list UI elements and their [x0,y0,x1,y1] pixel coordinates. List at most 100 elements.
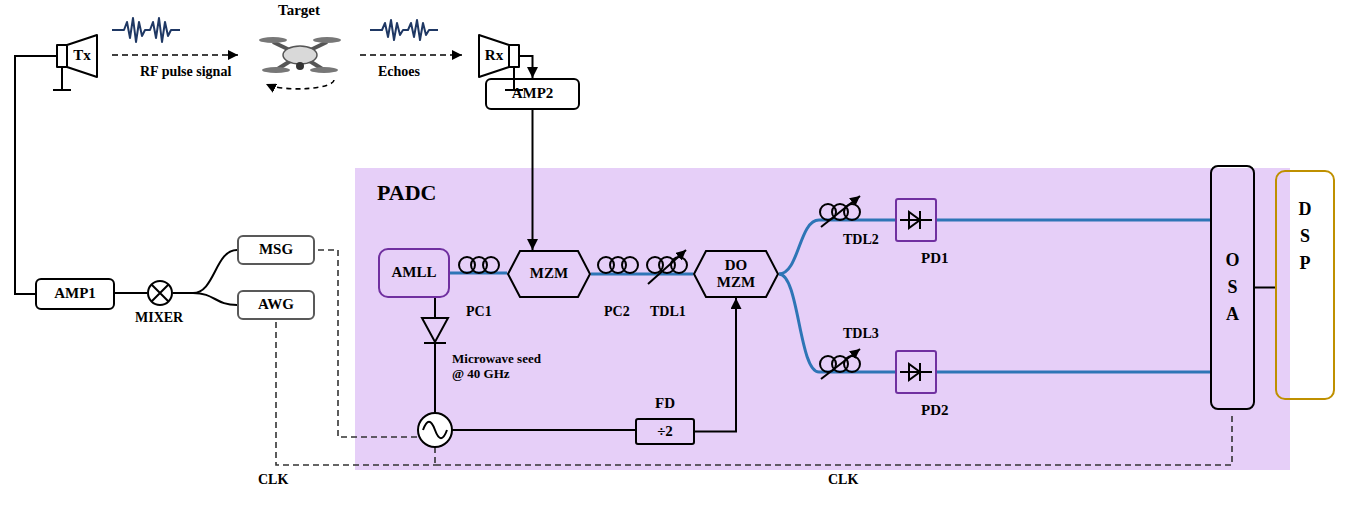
component-label: DO MZM [714,257,758,292]
optical-fiber [779,274,895,372]
polarization-controller [459,257,499,273]
orbit-arrow [266,80,334,89]
component-label: ÷2 [657,423,673,440]
propagation-arrow [112,54,238,56]
modulator-hexagon: DO MZM [693,250,779,298]
detector-symbol [422,318,448,342]
tunable-delay-line [820,196,860,227]
propagation-arrow [360,54,462,56]
annotation-label: RF pulse signal [140,64,231,80]
coil-loop [483,257,499,273]
clock-line [435,412,1232,465]
generator-box: AWG [237,290,315,320]
antenna-stand [53,67,71,90]
component-caption: MIXER [135,310,183,326]
coil-loop [622,257,638,273]
signal-wire [1255,287,1275,289]
optical-fiber [779,220,895,274]
drone-body [283,46,317,64]
padc-region: PADCAMLLMZMDO MZMPD1PD2OSAFD÷2 [355,168,1290,470]
signal-wire [15,56,56,294]
annotation-label: PC1 [466,304,492,320]
mixer-circle [148,281,172,305]
component-label: DSP [1296,196,1314,277]
signal-wire [695,298,736,432]
photodiode-triangle [909,212,920,228]
oscillator-symbol [418,413,452,447]
component-caption: PD2 [921,402,949,419]
component-caption: PADC [377,180,436,205]
tuning-arrow [821,349,860,379]
tuning-arrow [821,196,860,227]
drone-camera [296,62,304,70]
photodiode-triangle [909,364,920,380]
amplifier-box: AMP2 [485,78,580,110]
signal-name: CLK [258,472,288,488]
mixer-cross [152,285,169,302]
modulator-hexagon: MZM [507,250,591,298]
laser-box: AMLL [378,248,450,298]
mixer-circle: MIXER [147,280,173,306]
component-label: OSA [1224,247,1242,328]
divider-box: FD÷2 [635,418,695,445]
photodiode-line [900,363,932,381]
signal-wire [520,56,533,78]
hexagon-outline [694,251,778,297]
component-label: AMLL [392,264,437,281]
signal-wire [532,110,534,250]
signal-wire [115,292,147,294]
annotation-label: TDL3 [843,326,879,342]
mixer-symbol [147,280,173,306]
component-caption: FD [655,395,675,412]
component-caption: PD1 [921,250,949,267]
signal-name: CLK [828,472,858,488]
padc-band-fill [355,168,1290,470]
annotation-label: Microwave seed @ 40 GHz [452,352,552,382]
horn-outline [479,35,519,77]
tunable-delay-line [820,349,860,379]
component-label: MZM [530,265,568,282]
hexagon-outline [508,251,590,297]
sine-symbol [423,422,447,439]
tuning-arrow [648,250,686,284]
generator-box: MSG [237,235,315,265]
amplifier-box: AMP1 [35,278,115,310]
coil-loop [671,257,687,273]
seed-wire [434,343,436,413]
drone-rotor [262,67,290,73]
component-label: Rx [485,47,503,64]
clock-lines [276,250,1232,465]
processor-box: DSP [1275,170,1335,400]
photodiode-line [900,211,932,229]
component-label: AMP1 [54,285,96,302]
drone-rotor [259,37,287,43]
clock-wire [452,429,635,431]
horn-outline [57,35,97,77]
annotation-label: Target [278,2,320,19]
component-label: AWG [258,296,294,313]
optical-fiber [937,371,1210,374]
component-label: MSG [259,241,293,258]
optical-fiber [937,219,1210,222]
signal-wire [173,293,237,305]
seed-wire [434,298,436,318]
annotation-label: PC2 [604,304,630,320]
photodetector-box: PD1 [895,198,937,242]
pulse-waveform [112,18,180,42]
clock-line [434,447,436,465]
component-label: AMP2 [512,85,554,102]
polarization-controller [598,257,638,273]
photodiode-symbol [897,352,935,392]
receive-antenna: Rx [478,34,520,78]
signal-wire [173,250,237,293]
drone-rotor [310,67,338,73]
annotation-label: Echoes [378,64,420,80]
tunable-delay-line [647,250,687,284]
transmit-antenna: Tx [56,34,98,78]
annotation-label: TDL1 [650,304,686,320]
echo-waveform [370,20,438,40]
photodetector-box: PD2 [895,350,937,394]
analyzer-box: OSA [1210,165,1255,410]
photodiode-symbol [897,200,935,240]
